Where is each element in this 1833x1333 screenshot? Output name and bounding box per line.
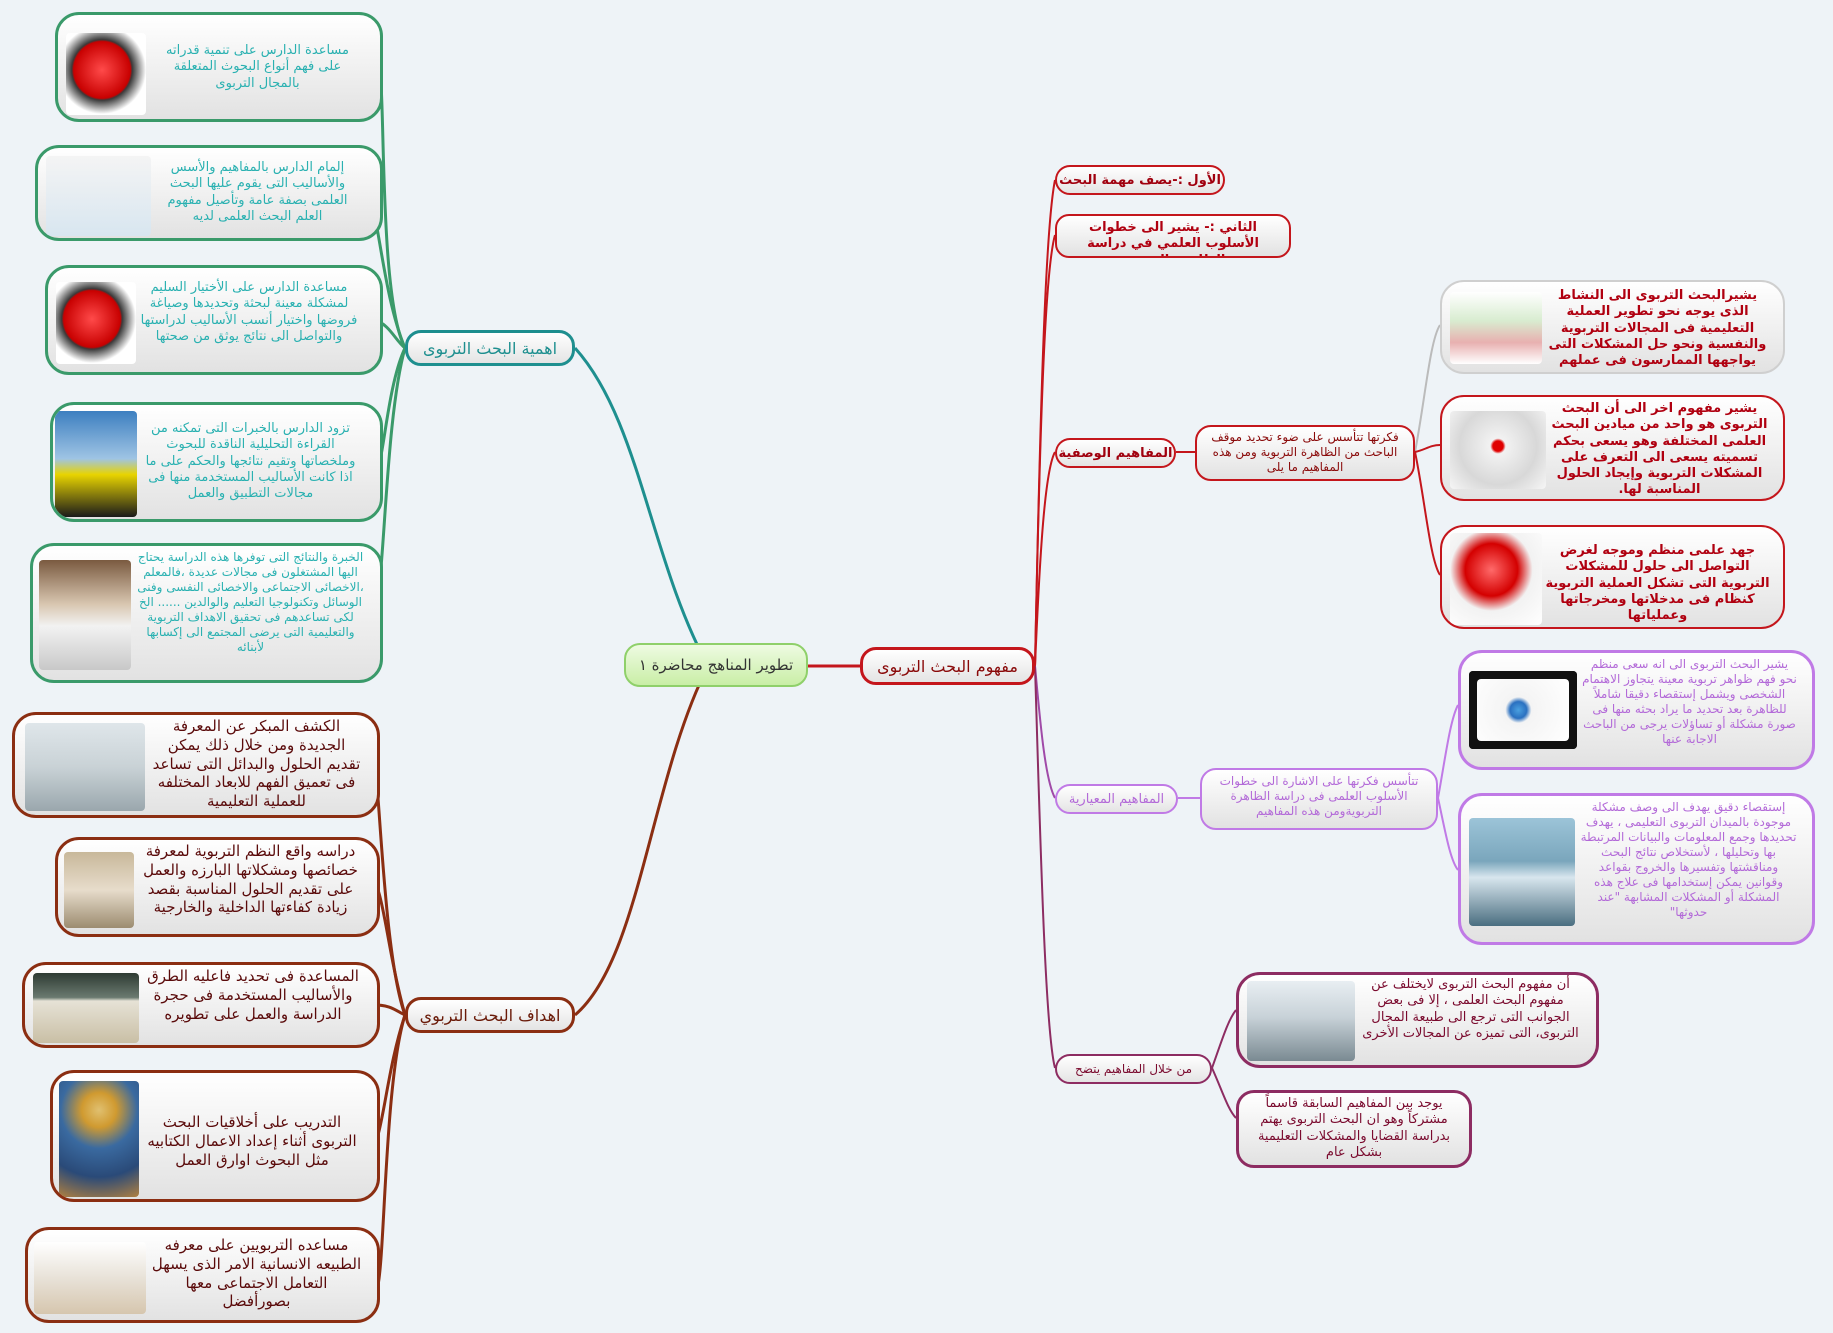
classroom-photo-icon: [25, 723, 145, 811]
goals-node-2[interactable]: دراسه واقع النظم التربوية لمعرفة خصائصها…: [55, 837, 380, 937]
second-subtopic-text: الثاني :- يشير الى خطوات الأسلوب العلمي …: [1087, 220, 1259, 256]
importance-topic-label: اهمية البحث التربوى: [422, 338, 558, 358]
through-topic-label: من خلال المفاهيم يتضح: [1075, 1062, 1193, 1076]
goals-node-5[interactable]: مساعده التربويين على معرفه الطبيعه الانس…: [25, 1227, 380, 1323]
speaker-photo-icon: [39, 560, 131, 670]
descriptive-node-2[interactable]: يشير مفهوم اخر الى أن البحث التربوى هو و…: [1440, 395, 1785, 501]
importance-node-5-text: الخبرة والنتائج التى توفرها هذه الدراسة …: [137, 550, 364, 654]
importance-topic[interactable]: اهمية البحث التربوى: [405, 330, 575, 366]
importance-node-5[interactable]: الخبرة والنتائج التى توفرها هذه الدراسة …: [30, 543, 383, 683]
descriptive-topic-label: المفاهيم الوصفية: [1058, 445, 1173, 461]
descriptive-intro[interactable]: فكرتها تتأسس على ضوء تحديد موقف الباحث م…: [1195, 425, 1415, 481]
goals-node-3[interactable]: المساعدة فى تحديد فاعليه الطرق والأساليب…: [22, 962, 380, 1048]
importance-node-3[interactable]: مساعدة الدارس على الأختيار السليم لمشكلة…: [45, 265, 383, 375]
normative-node-1[interactable]: يشير البحث التربوى الى انه سعى منظم نحو …: [1458, 650, 1815, 770]
normative-intro[interactable]: تتأسس فكرتها على الاشارة الى خطوات الأسل…: [1200, 768, 1438, 830]
heart-doctor-icon: [1450, 533, 1542, 625]
concept-topic-label: مفهوم البحث التربوى: [877, 656, 1018, 676]
normative-node-1-text: يشير البحث التربوى الى انه سعى منظم نحو …: [1582, 657, 1797, 746]
question-people-icon: [1450, 411, 1546, 489]
importance-node-3-text: مساعدة الدارس على الأختيار السليم لمشكلة…: [140, 280, 358, 344]
surgeon-photo-icon: [1469, 818, 1575, 926]
first-subtopic-label: الأول :-يصف مهمة البحث: [1059, 172, 1221, 188]
importance-node-4-text: تزود الدارس بالخبرات التى تمكنه من القرا…: [145, 421, 356, 501]
descriptive-node-1[interactable]: يشيرالبحث التربوى الى النشاط الذى يوجه ن…: [1440, 280, 1785, 374]
through-node-1-text: أن مفهوم البحث التربوى لايختلف عن مفهوم …: [1362, 977, 1579, 1041]
first-subtopic[interactable]: الأول :-يصف مهمة البحث: [1055, 165, 1225, 195]
help-button-icon: [66, 33, 146, 115]
normative-intro-text: تتأسس فكرتها على الاشارة الى خطوات الأسل…: [1219, 774, 1419, 818]
descriptive-node-1-text: يشيرالبحث التربوى الى النشاط الذى يوجه ن…: [1548, 288, 1767, 368]
goals-node-1-text: الكشف المبكر عن المعرفة الجديدة ومن خلال…: [152, 717, 361, 810]
importance-node-1[interactable]: مساعدة الدارس على تنمية قدراته على فهم أ…: [55, 12, 383, 122]
classroom-cartoon-icon: [33, 973, 139, 1043]
concept-topic[interactable]: مفهوم البحث التربوى: [860, 647, 1035, 685]
descriptive-topic[interactable]: المفاهيم الوصفية: [1055, 438, 1176, 468]
descriptive-intro-text: فكرتها تتأسس على ضوء تحديد موقف الباحث م…: [1211, 430, 1399, 474]
goals-node-4-text: التدريب على أخلاقيات البحث التربوى أثناء…: [147, 1113, 357, 1169]
importance-node-2[interactable]: إلمام الدارس بالمفاهيم والأسس والأساليب …: [35, 145, 383, 241]
importance-node-1-text: مساعدة الدارس على تنمية قدراته على فهم أ…: [166, 43, 349, 91]
normative-topic[interactable]: المفاهيم المعيارية: [1055, 784, 1178, 814]
question-mark-inner: [1477, 679, 1569, 741]
through-topic[interactable]: من خلال المفاهيم يتضح: [1055, 1054, 1212, 1084]
school-photo-icon: [64, 852, 134, 928]
importance-node-4[interactable]: تزود الدارس بالخبرات التى تمكنه من القرا…: [50, 402, 383, 522]
lab-photo-icon: [1247, 981, 1355, 1061]
referee-photo-icon: [55, 411, 137, 517]
teacher-cartoon-icon: [46, 156, 151, 236]
through-node-2[interactable]: يوجد بين المفاهيم السابقة قاسماً مشتركاً…: [1236, 1090, 1472, 1168]
people-cartoon-icon: [34, 1242, 146, 1314]
descriptive-node-2-text: يشير مفهوم اخر الى أن البحث التربوى هو و…: [1551, 401, 1768, 498]
second-subtopic[interactable]: الثاني :- يشير الى خطوات الأسلوب العلمي …: [1055, 214, 1291, 258]
through-node-2-text: يوجد بين المفاهيم السابقة قاسماً مشتركاً…: [1257, 1096, 1451, 1160]
descriptive-node-3-text: جهد علمى منظم وموجه لغرض التواصل الى حلو…: [1545, 543, 1770, 623]
goals-topic-label: اهداف البحث التربوي: [419, 1005, 561, 1025]
normative-node-2[interactable]: إستقصاء دقيق يهدف الى وصف مشكلة موجودة ب…: [1458, 793, 1815, 945]
normative-node-2-text: إستقصاء دقيق يهدف الى وصف مشكلة موجودة ب…: [1580, 800, 1797, 919]
goals-topic[interactable]: اهداف البحث التربوي: [405, 997, 575, 1033]
goals-node-4[interactable]: التدريب على أخلاقيات البحث التربوى أثناء…: [50, 1070, 380, 1202]
normative-topic-label: المفاهيم المعيارية: [1068, 791, 1165, 807]
central-topic[interactable]: تطوير المناهج محاضرة ١: [624, 643, 808, 687]
central-topic-label: تطوير المناهج محاضرة ١: [638, 656, 794, 674]
through-node-1[interactable]: أن مفهوم البحث التربوى لايختلف عن مفهوم …: [1236, 972, 1599, 1068]
goals-node-5-text: مساعده التربويين على معرفه الطبيعه الانس…: [151, 1236, 362, 1311]
saint-painting-icon: [59, 1081, 139, 1197]
goals-node-1[interactable]: الكشف المبكر عن المعرفة الجديدة ومن خلال…: [12, 712, 380, 818]
descriptive-node-3[interactable]: جهد علمى منظم وموجه لغرض التواصل الى حلو…: [1440, 525, 1785, 629]
goals-node-3-text: المساعدة فى تحديد فاعليه الطرق والأساليب…: [147, 967, 359, 1023]
help-button-icon: [56, 282, 136, 364]
puzzle-people-icon: [1450, 292, 1542, 364]
importance-node-2-text: إلمام الدارس بالمفاهيم والأسس والأساليب …: [167, 160, 348, 224]
goals-node-2-text: دراسه واقع النظم التربوية لمعرفة خصائصها…: [143, 842, 358, 917]
